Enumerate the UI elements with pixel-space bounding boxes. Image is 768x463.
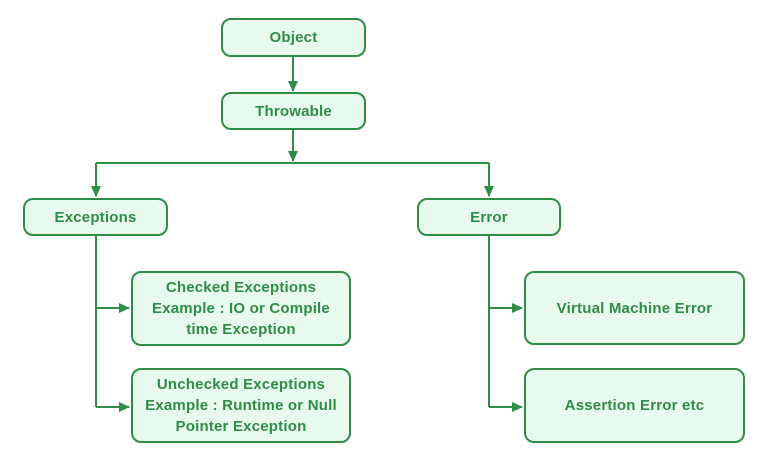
node-throwable: Throwable: [221, 92, 366, 130]
node-virtual-machine-error: Virtual Machine Error: [524, 271, 745, 345]
node-object: Object: [221, 18, 366, 57]
node-unchecked-exceptions: Unchecked Exceptions Example : Runtime o…: [131, 368, 351, 443]
node-exceptions: Exceptions: [23, 198, 168, 236]
node-error: Error: [417, 198, 561, 236]
node-assertion-error: Assertion Error etc: [524, 368, 745, 443]
node-checked-exceptions: Checked Exceptions Example : IO or Compi…: [131, 271, 351, 346]
